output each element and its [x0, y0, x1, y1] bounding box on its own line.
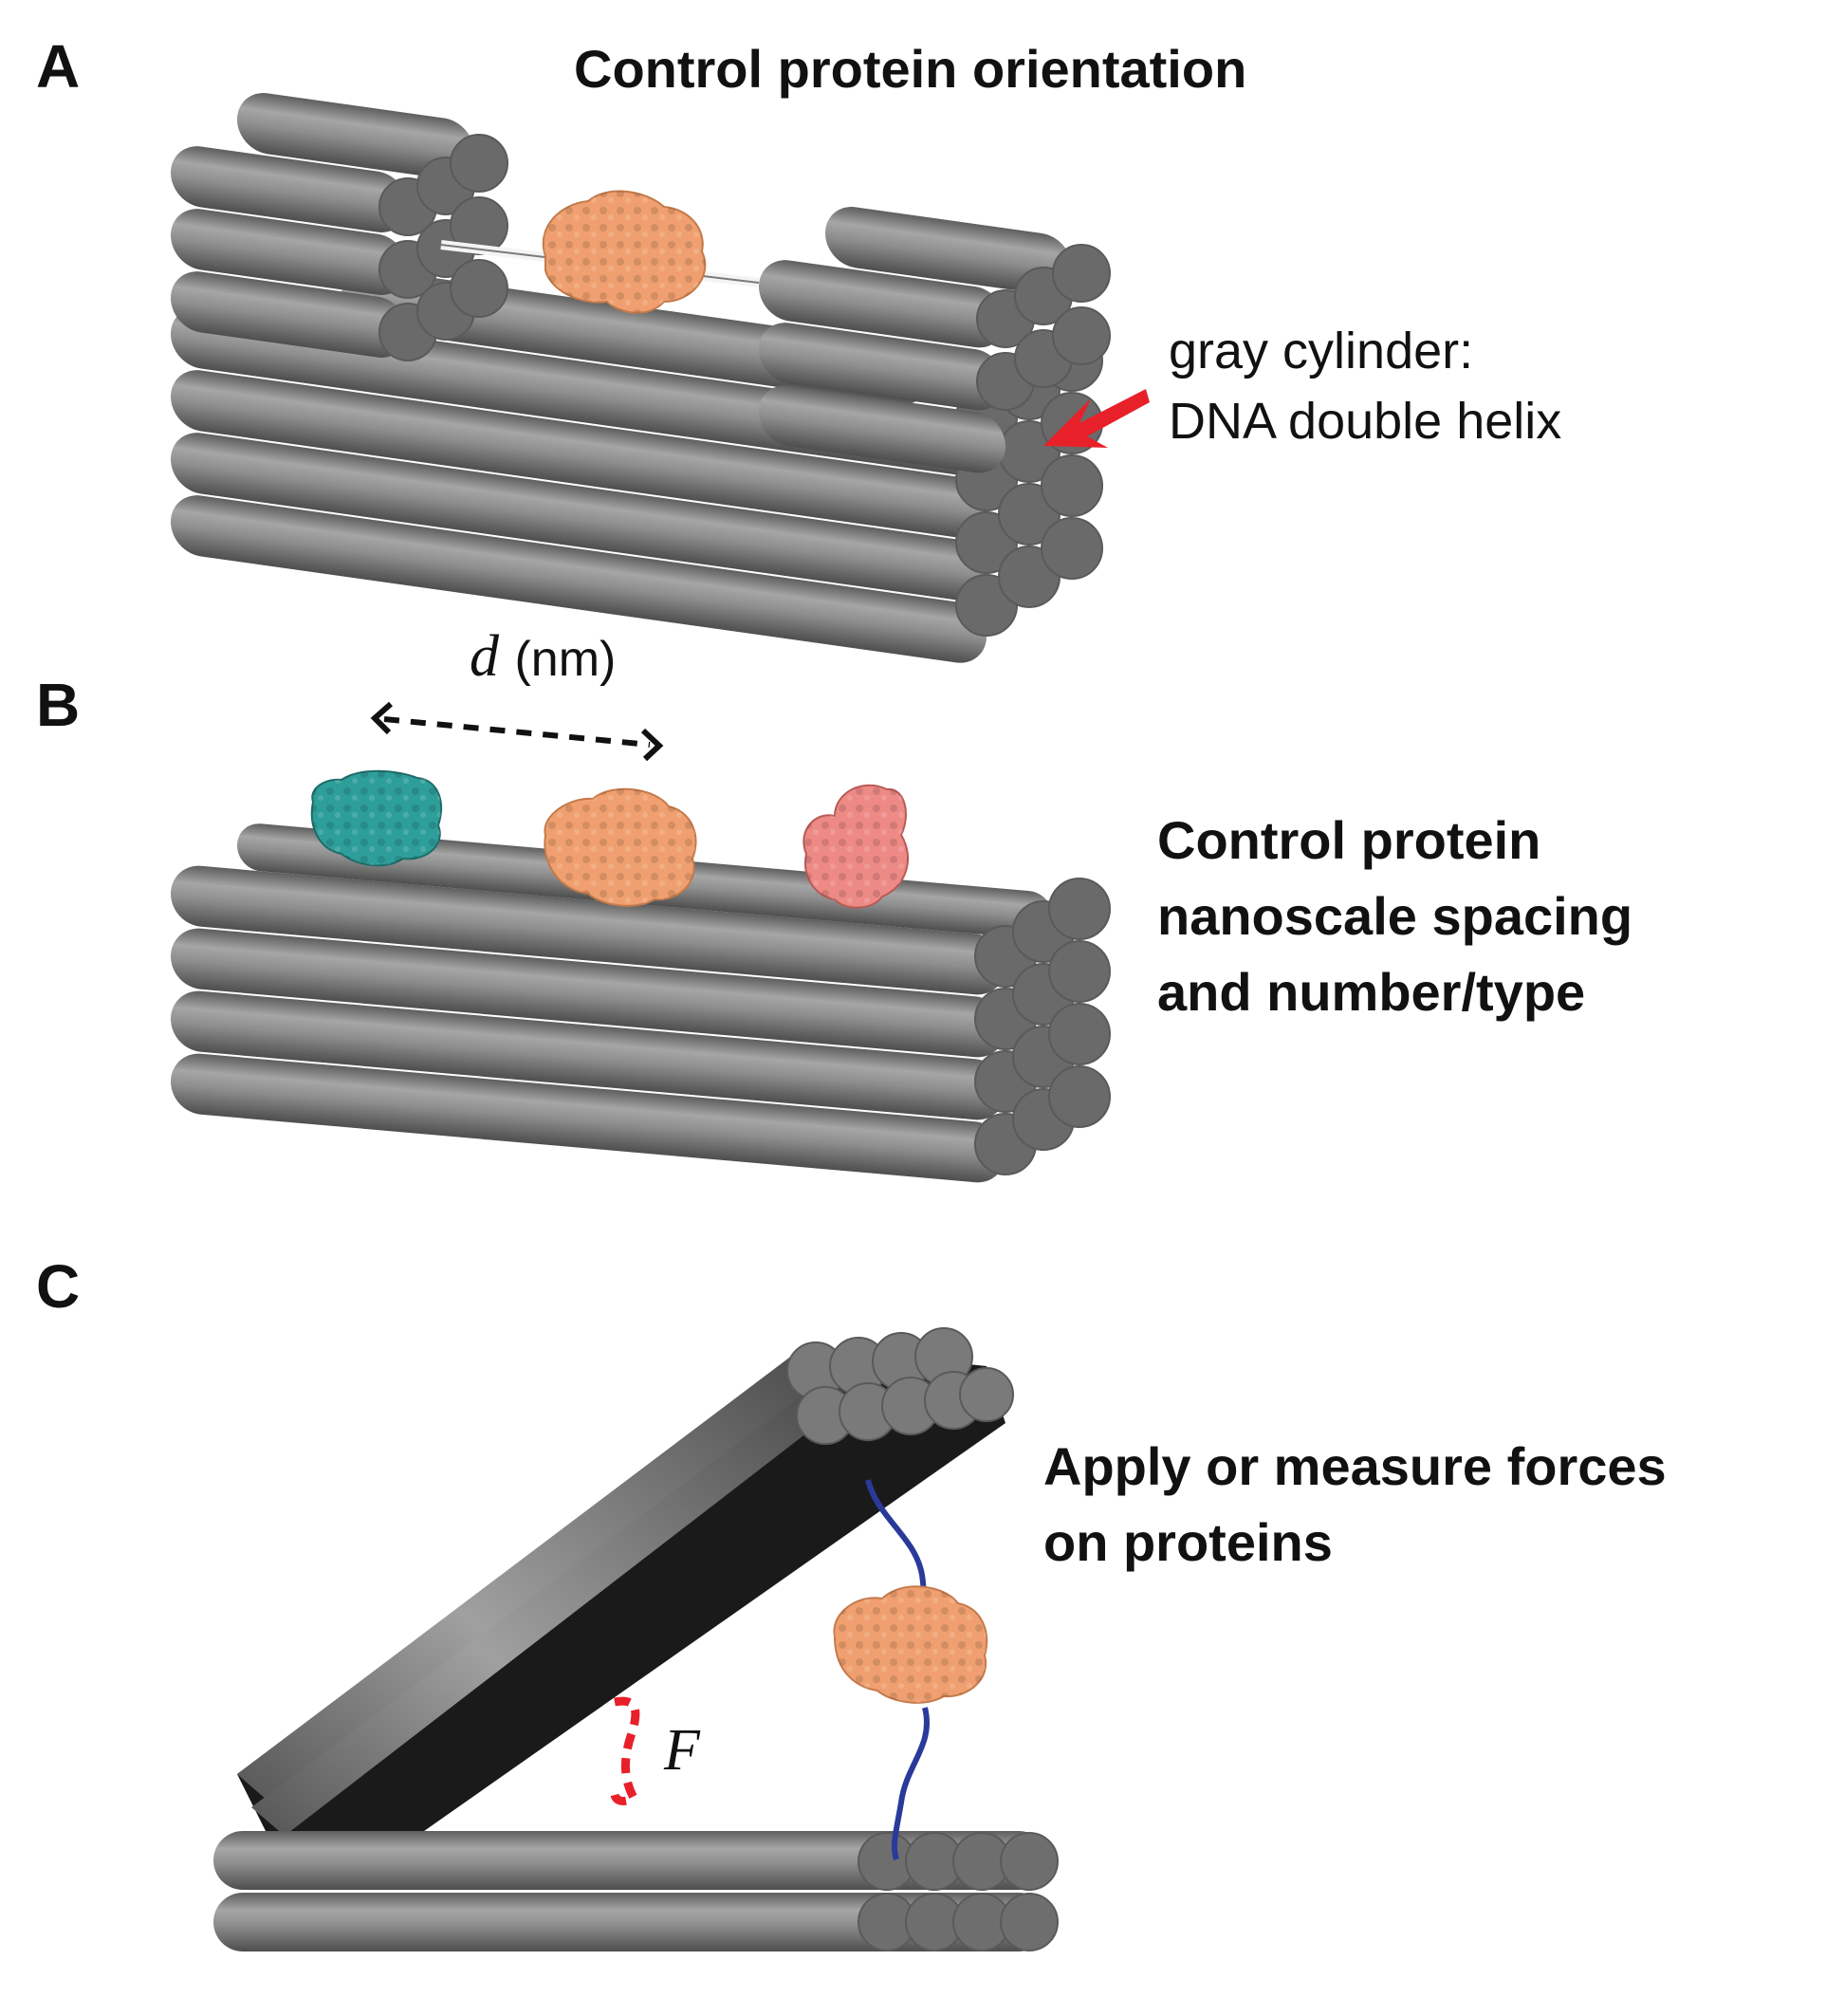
- annotation-line-1: gray cylinder:: [1169, 323, 1473, 379]
- distance-symbol: d: [470, 624, 500, 689]
- panel-b-caption-line-3: and number/type: [1157, 962, 1585, 1022]
- panel-b-caption-line-1: Control protein: [1157, 810, 1540, 870]
- distance-arrow: [370, 701, 664, 762]
- hinge-bottom-arm: [213, 1831, 1059, 1951]
- distance-label: d (nm): [470, 624, 616, 689]
- force-symbol: F: [663, 1718, 701, 1783]
- panel-a: A Control protein orientation: [36, 32, 1561, 663]
- distance-unit: (nm): [514, 632, 616, 687]
- annotation-line-2: DNA double helix: [1169, 393, 1561, 450]
- panel-b-letter: B: [36, 671, 80, 739]
- panel-a-letter: A: [36, 32, 80, 101]
- panel-c-letter: C: [36, 1252, 80, 1321]
- dna-origami-block-a: [171, 93, 1111, 663]
- panel-a-title: Control protein orientation: [574, 39, 1246, 99]
- force-indicator: [610, 1696, 640, 1805]
- panel-c: C F: [36, 1252, 1667, 1951]
- protein-teal: [310, 769, 442, 867]
- protein-orange-b: [544, 787, 697, 907]
- hinge-top-arm: [237, 1327, 1014, 1836]
- protein-orange-c: [833, 1585, 988, 1704]
- protein-pink: [802, 784, 910, 909]
- panel-b: B d (nm): [36, 624, 1632, 1183]
- protein-orange-a: [542, 190, 707, 314]
- dna-origami-block-b: [171, 823, 1111, 1183]
- panel-c-caption-line-1: Apply or measure forces: [1043, 1436, 1667, 1496]
- panel-c-caption-line-2: on proteins: [1043, 1512, 1333, 1572]
- red-arrow: [1043, 389, 1150, 448]
- panel-b-caption-line-2: nanoscale spacing: [1157, 886, 1632, 946]
